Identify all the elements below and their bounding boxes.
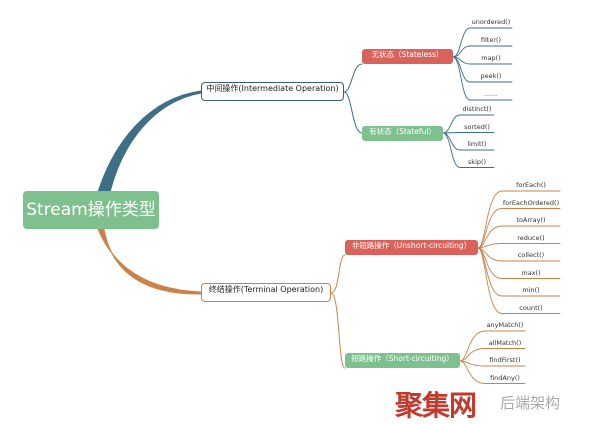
unshort-link-1 <box>477 208 503 249</box>
watermark-subtitle: 后端架构 <box>500 394 561 412</box>
stateless-link-0 <box>452 27 471 58</box>
stateless-node[interactable]: 无状态（Stateless） <box>362 49 453 64</box>
stateful-node[interactable]: 有状态（Stateful） <box>362 126 443 141</box>
stateless-item[interactable]: unordered() <box>471 18 511 26</box>
root-node[interactable]: Stream操作类型 <box>23 191 159 229</box>
link-unshort <box>330 254 346 294</box>
branch-terminal <box>97 228 202 295</box>
unshort-item[interactable]: forEach() <box>516 181 546 189</box>
intermediate-operation-node[interactable]: 中间操作(Intermediate Operation) <box>201 82 344 101</box>
unshort-item[interactable]: reduce() <box>517 233 545 242</box>
stateful-item[interactable]: skip() <box>467 157 487 166</box>
short-link-3 <box>459 360 486 384</box>
unshort-item[interactable]: min() <box>522 286 540 294</box>
stateless-item[interactable]: ...... <box>484 90 498 98</box>
stateless-item[interactable]: peek() <box>480 72 502 80</box>
stateful-link-3 <box>442 132 461 168</box>
short-link-0 <box>459 330 486 362</box>
stateless-link-1 <box>452 45 471 58</box>
link-stateful <box>343 91 363 134</box>
stateful-item[interactable]: sorted() <box>464 122 490 131</box>
stateful-item[interactable]: limit() <box>467 140 487 148</box>
unshort-item[interactable]: collect() <box>517 251 545 259</box>
stateful-item[interactable]: distinct() <box>462 105 492 113</box>
stateless-link-4 <box>452 56 471 101</box>
stateful-link-1 <box>442 132 461 134</box>
short-item[interactable]: anyMatch() <box>486 321 524 329</box>
unshort-item[interactable]: toArray() <box>516 216 546 224</box>
link-stateless <box>343 63 363 93</box>
unshort-item[interactable]: max() <box>521 268 541 277</box>
unshort-link-7 <box>477 247 503 314</box>
short-item[interactable]: allMatch() <box>488 338 522 347</box>
terminal-operation-node[interactable]: 终结操作(Terminal Operation) <box>201 283 331 302</box>
branch-intermediate <box>97 90 202 193</box>
stateless-item[interactable]: map() <box>481 54 501 62</box>
unshort-link-2 <box>477 225 503 249</box>
short-link-1 <box>459 348 486 362</box>
short-item[interactable]: findFirst() <box>489 356 521 364</box>
stateful-link-0 <box>442 114 461 134</box>
watermark-logo: 聚集网 <box>395 389 477 422</box>
stateful-link-2 <box>442 132 461 151</box>
link-short <box>330 292 346 369</box>
unshort-item[interactable]: count() <box>519 303 543 312</box>
short-item[interactable]: findAny() <box>490 373 520 382</box>
stateless-item[interactable]: filter() <box>480 36 502 44</box>
short-circuiting-node[interactable]: 短路操作（Short-circuiting） <box>345 353 460 368</box>
unshort-item[interactable]: forEachOrdered() <box>502 198 560 207</box>
unshort-circuiting-node[interactable]: 非短路操作（Unshort-circuiting） <box>345 240 478 255</box>
